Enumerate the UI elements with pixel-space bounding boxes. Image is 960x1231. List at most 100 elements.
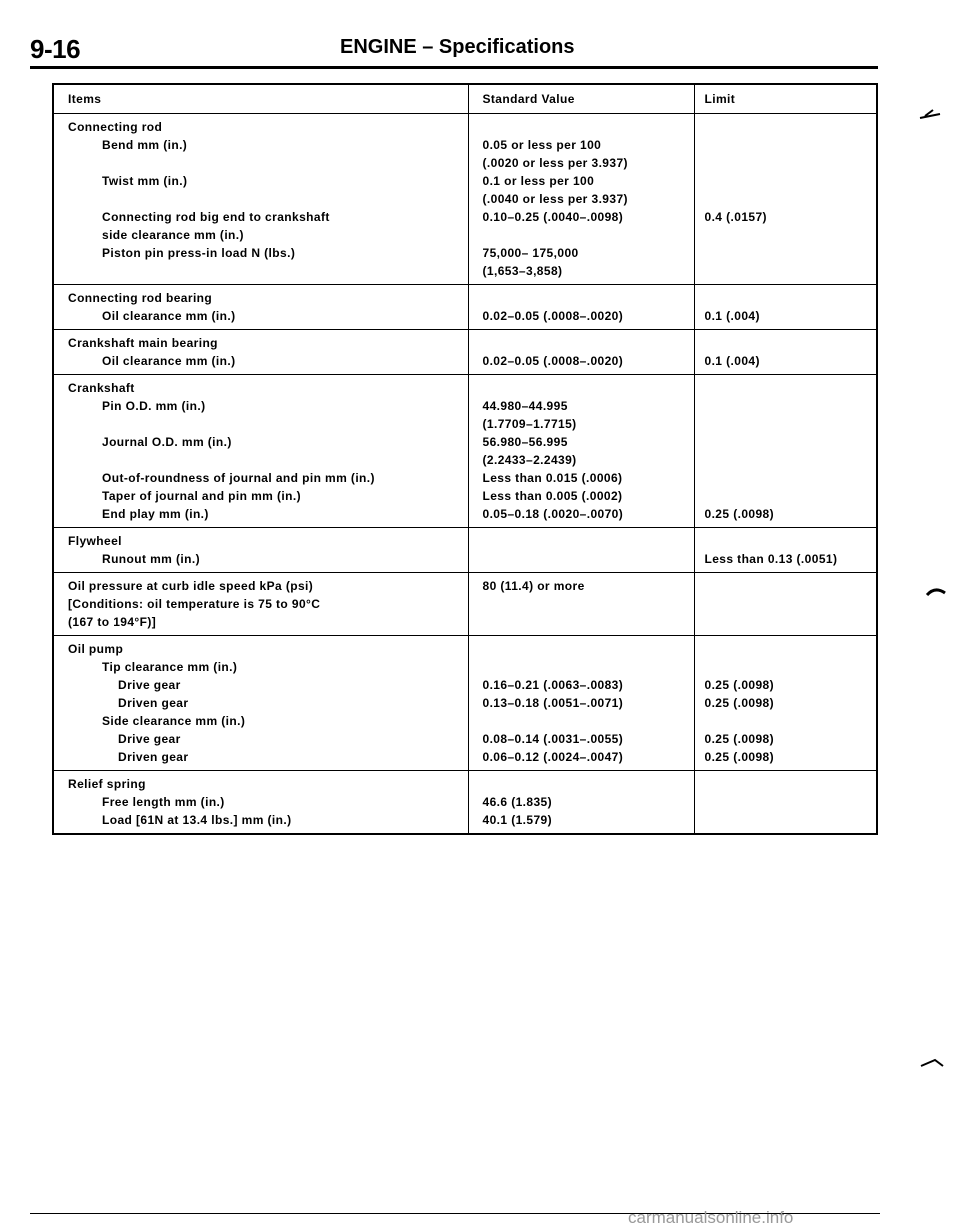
cell-text: [705, 451, 877, 469]
cell-text: [483, 118, 694, 136]
cell-text: 0.25 (.0098): [704, 678, 775, 692]
standard-value-cell: 0.16–0.21 (.0063–.0083)0.13–0.18 (.0051–…: [467, 635, 694, 771]
cell-text: Driven gear: [118, 696, 189, 710]
cell-text: [705, 577, 877, 595]
cell-text: Side clearance mm (in.): [102, 714, 246, 728]
column-header-standard-value: Standard Value: [482, 92, 575, 106]
cell-text: Less than 0.13 (.0051): [704, 552, 838, 566]
cell-text: Oil clearance mm (in.): [102, 309, 236, 323]
watermark: carmanualsonline.info: [628, 1208, 794, 1227]
cell-text: Crankshaft: [68, 381, 135, 395]
cell-text: Load [61N at 13.4 lbs.] mm (in.): [102, 813, 292, 827]
cell-text: (1,653–3,858): [482, 264, 563, 278]
cell-text: [705, 469, 877, 487]
specifications-table: Items Standard Value Limit Connecting ro…: [52, 83, 878, 835]
limit-cell: [693, 572, 877, 636]
margin-mark: [925, 588, 946, 597]
cell-text: [483, 712, 694, 730]
cell-text: 80 (11.4) or more: [482, 579, 585, 593]
cell-text: [483, 640, 694, 658]
cell-text: [68, 262, 468, 280]
cell-text: 0.10–0.25 (.0040–.0098): [482, 210, 624, 224]
cell-text: 0.02–0.05 (.0008–.0020): [482, 354, 624, 368]
cell-text: [705, 118, 877, 136]
cell-text: [705, 415, 877, 433]
standard-value-cell: 80 (11.4) or more: [467, 572, 694, 636]
margin-mark: [920, 1058, 944, 1067]
cell-text: Connecting rod bearing: [68, 291, 213, 305]
column-header-items: Items: [68, 92, 102, 106]
cell-text: [705, 658, 877, 676]
cell-text: 0.06–0.12 (.0024–.0047): [482, 750, 624, 764]
cell-text: [705, 334, 877, 352]
limit-cell: 0.1 (.004): [693, 329, 877, 375]
cell-text: [68, 154, 468, 172]
cell-text: 0.25 (.0098): [704, 732, 775, 746]
cell-text: Connecting rod: [68, 120, 163, 134]
cell-text: [705, 793, 877, 811]
cell-text: [705, 226, 877, 244]
cell-text: [705, 775, 877, 793]
cell-text: [Conditions: oil temperature is 75 to 90…: [68, 597, 321, 611]
limit-cell: 0.4 (.0157): [693, 113, 877, 285]
cell-text: (2.2433–2.2439): [482, 453, 577, 467]
cell-text: Drive gear: [118, 732, 181, 746]
cell-text: 0.02–0.05 (.0008–.0020): [482, 309, 624, 323]
cell-text: [705, 487, 877, 505]
cell-text: [705, 379, 877, 397]
cell-text: Runout mm (in.): [102, 552, 200, 566]
cell-text: End play mm (in.): [102, 507, 209, 521]
cell-text: Flywheel: [68, 534, 122, 548]
item-cell: Oil pressure at curb idle speed kPa (psi…: [53, 573, 468, 636]
cell-text: [705, 397, 877, 415]
cell-text: [705, 595, 877, 613]
cell-text: [483, 613, 694, 631]
cell-text: 0.25 (.0098): [704, 696, 775, 710]
cell-text: [68, 451, 468, 469]
cell-text: Free length mm (in.): [102, 795, 225, 809]
cell-text: [705, 289, 877, 307]
limit-cell: 0.25 (.0098): [693, 374, 877, 528]
cell-text: 44.980–44.995: [482, 399, 568, 413]
cell-text: [483, 775, 694, 793]
cell-text: [705, 613, 877, 631]
limit-cell: 0.25 (.0098) 0.25 (.0098) 0.25 (.0098) 0.25…: [693, 635, 877, 771]
cell-text: Tip clearance mm (in.): [102, 660, 238, 674]
cell-text: [705, 262, 877, 280]
cell-text: Relief spring: [68, 777, 146, 791]
table-row: Oil pressure at curb idle speed kPa (psi…: [53, 572, 877, 636]
cell-text: 0.1 or less per 100: [482, 174, 595, 188]
cell-text: Twist mm (in.): [102, 174, 188, 188]
cell-text: Oil clearance mm (in.): [102, 354, 236, 368]
cell-text: 46.6 (1.835): [482, 795, 553, 809]
cell-text: Out-of-roundness of journal and pin mm (…: [102, 471, 375, 485]
cell-text: 0.05–0.18 (.0020–.0070): [482, 507, 624, 521]
cell-text: 0.25 (.0098): [704, 750, 775, 764]
cell-text: Crankshaft main bearing: [68, 336, 218, 350]
cell-text: Less than 0.015 (.0006): [482, 471, 623, 485]
margin-mark: [919, 109, 941, 119]
cell-text: Bend mm (in.): [102, 138, 188, 152]
cell-text: 0.1 (.004): [704, 354, 760, 368]
cell-text: Drive gear: [118, 678, 181, 692]
header-rule: [30, 66, 878, 69]
standard-value-cell: 0.02–0.05 (.0008–.0020): [467, 284, 694, 330]
cell-text: 0.08–0.14 (.0031–.0055): [482, 732, 624, 746]
cell-text: Taper of journal and pin mm (in.): [102, 489, 301, 503]
cell-text: [705, 244, 877, 262]
cell-text: (167 to 194°F)]: [68, 615, 157, 629]
column-header-limit: Limit: [704, 92, 736, 106]
cell-text: [705, 712, 877, 730]
margin-marks: [919, 109, 946, 597]
cell-text: [483, 289, 694, 307]
cell-text: Less than 0.005 (.0002): [482, 489, 623, 503]
cell-text: [705, 136, 877, 154]
